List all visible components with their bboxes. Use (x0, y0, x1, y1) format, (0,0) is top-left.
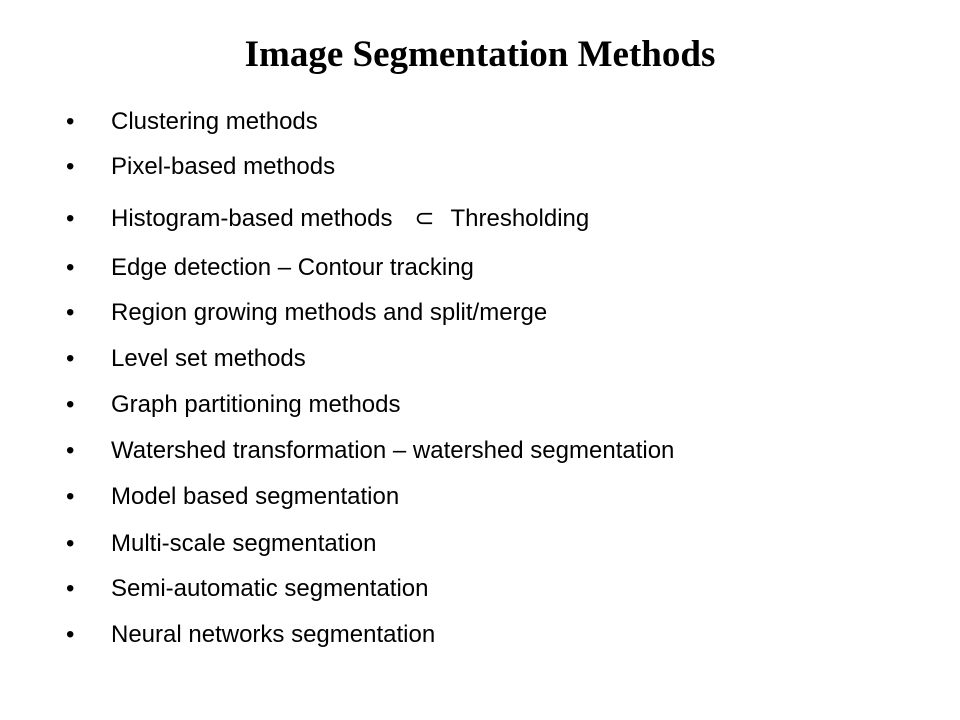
bullet: • (66, 153, 75, 180)
item-label: Graph partitioning methods (111, 391, 401, 418)
subset-symbol: ⊂ (414, 205, 435, 232)
item-label: Neural networks segmentation (111, 621, 436, 648)
bullet: • (66, 437, 75, 464)
item-label: Pixel-based methods (111, 153, 336, 180)
bullet: • (66, 530, 75, 557)
bullet: • (66, 483, 75, 510)
item-label: Clustering methods (111, 108, 318, 135)
bullet: • (66, 345, 75, 372)
item-label: Multi-scale segmentation (111, 530, 377, 557)
bullet: • (66, 391, 75, 418)
bullet: • (66, 108, 75, 135)
item-label: Level set methods (111, 345, 306, 372)
item-label: Model based segmentation (111, 483, 400, 510)
slide-title: Image Segmentation Methods (244, 34, 716, 75)
bullet: • (66, 299, 75, 326)
item-label: Watershed transformation – watershed seg… (111, 437, 675, 464)
bullet: • (66, 205, 75, 232)
item-label: Semi-automatic segmentation (111, 575, 429, 602)
bullet: • (66, 621, 75, 648)
item-text: Histogram-based methods (111, 205, 393, 232)
bullet: • (66, 254, 75, 281)
item-label: Histogram-based methods ⊂ Thresholding (111, 201, 589, 237)
item-label: Region growing methods and split/merge (111, 299, 548, 326)
item-suffix: Thresholding (450, 205, 590, 232)
bullet: • (66, 575, 75, 602)
item-label: Edge detection – Contour tracking (111, 254, 474, 281)
